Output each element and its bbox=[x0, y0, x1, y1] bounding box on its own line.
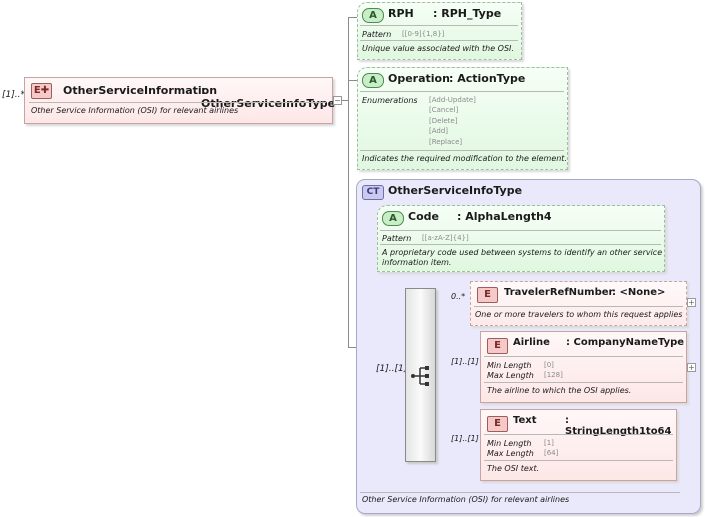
element-text-facet1-label: Min Length bbox=[487, 439, 532, 448]
root-element-doc: Other Service Information (OSI) for rele… bbox=[31, 106, 239, 115]
divider bbox=[484, 382, 683, 383]
element-text-facet2-value: [64] bbox=[544, 449, 559, 457]
element-airline-facet1-value: [0] bbox=[544, 361, 554, 369]
attribute-rph-facet-value: [[0-9]{1,8}] bbox=[402, 30, 445, 38]
expand-toggle[interactable]: + bbox=[687, 298, 696, 307]
enum-value: [Add-Update] bbox=[429, 96, 476, 104]
element-text-type: : StringLength1to64 bbox=[565, 415, 672, 437]
divider bbox=[484, 460, 673, 461]
attribute-rph-name: RPH bbox=[388, 7, 414, 20]
root-multiplicity: [1]..* bbox=[2, 90, 25, 100]
element-text-facet1-value: [1] bbox=[544, 439, 554, 447]
attribute-operation-name: Operation bbox=[388, 72, 450, 85]
collapse-toggle[interactable]: − bbox=[333, 96, 342, 105]
root-element-name: OtherServiceInformation bbox=[63, 84, 218, 97]
element-traveler-name: TravelerRefNumber bbox=[504, 287, 614, 298]
complex-type-doc: Other Service Information (OSI) for rele… bbox=[362, 495, 570, 504]
element-badge-icon: E bbox=[487, 338, 508, 354]
divider bbox=[360, 40, 518, 41]
element-airline-facet2-value: [128] bbox=[544, 371, 563, 379]
element-badge-icon: E bbox=[487, 416, 508, 432]
enum-value: [Replace] bbox=[429, 138, 463, 146]
airline-multiplicity: [1]..[1] bbox=[451, 357, 479, 366]
sequence-icon bbox=[411, 366, 429, 386]
divider bbox=[380, 244, 661, 245]
sequence-multiplicity: [1]..[1] bbox=[376, 364, 408, 374]
connector-trunk bbox=[348, 17, 349, 347]
divider bbox=[360, 150, 564, 151]
complex-type-name: OtherServiceInfoType bbox=[388, 184, 523, 197]
element-traveler-doc: One or more travelers to whom this reque… bbox=[475, 310, 683, 319]
traveler-multiplicity: 0..* bbox=[451, 292, 466, 301]
attribute-rph-box[interactable]: A RPH : RPH_Type Pattern [[0-9]{1,8}] Un… bbox=[357, 2, 522, 60]
connector-root-out bbox=[342, 100, 348, 101]
divider bbox=[474, 306, 683, 307]
attribute-rph-type: : RPH_Type bbox=[433, 7, 502, 20]
element-airline-facet1-label: Min Length bbox=[487, 361, 532, 370]
connector-rph bbox=[348, 17, 358, 18]
attribute-code-doc-line2: information item. bbox=[382, 258, 452, 267]
element-badge-icon: E✚ bbox=[31, 83, 52, 99]
attribute-operation-facet-label: Enumerations bbox=[362, 96, 418, 105]
attribute-code-name: Code bbox=[408, 210, 439, 223]
attribute-code-doc-line1: A proprietary code used between systems … bbox=[382, 248, 663, 257]
element-airline-type: : CompanyNameType bbox=[566, 337, 685, 348]
root-element-type: : OtherServiceInfoType bbox=[201, 84, 336, 110]
element-airline-facet2-label: Max Length bbox=[487, 371, 534, 380]
element-airline-name: Airline bbox=[513, 337, 550, 348]
complex-type-badge-icon: CT bbox=[362, 185, 384, 200]
divider bbox=[380, 230, 661, 231]
element-text-box[interactable]: E Text : StringLength1to64 Min Length [1… bbox=[480, 409, 677, 481]
expand-toggle[interactable]: + bbox=[687, 363, 696, 372]
element-text-facet2-label: Max Length bbox=[487, 449, 534, 458]
element-airline-box[interactable]: E Airline : CompanyNameType Min Length [… bbox=[480, 331, 687, 403]
attribute-code-type: : AlphaLength4 bbox=[457, 210, 552, 223]
attribute-operation-box[interactable]: A Operation : ActionType Enumerations [A… bbox=[357, 67, 568, 170]
text-multiplicity: [1]..[1] bbox=[451, 434, 479, 443]
attribute-rph-facet-label: Pattern bbox=[362, 30, 392, 39]
attribute-operation-doc: Indicates the required modification to t… bbox=[362, 154, 567, 163]
element-traveler-type: : <None> bbox=[612, 287, 666, 298]
divider bbox=[360, 492, 680, 493]
divider bbox=[29, 102, 326, 103]
attribute-badge-icon: A bbox=[362, 73, 384, 88]
enum-value: [Cancel] bbox=[429, 106, 459, 114]
sequence-compositor[interactable] bbox=[405, 288, 436, 462]
root-element-box[interactable]: E✚ OtherServiceInformation : OtherServic… bbox=[24, 77, 336, 124]
connector-operation bbox=[348, 80, 358, 81]
enum-value: [Add] bbox=[429, 127, 449, 135]
attribute-code-facet-value: [[a-zA-Z]{4}] bbox=[422, 234, 469, 242]
attribute-code-facet-label: Pattern bbox=[382, 234, 412, 243]
attribute-code-box[interactable]: A Code : AlphaLength4 Pattern [[a-zA-Z]{… bbox=[377, 205, 665, 272]
attribute-badge-icon: A bbox=[382, 211, 404, 226]
divider bbox=[360, 91, 564, 92]
divider bbox=[360, 25, 518, 26]
element-traveler-box[interactable]: E TravelerRefNumber : <None> One or more… bbox=[470, 281, 687, 326]
attribute-badge-icon: A bbox=[362, 8, 384, 23]
divider bbox=[484, 356, 683, 357]
element-badge-icon: E bbox=[477, 287, 498, 303]
element-text-doc: The OSI text. bbox=[487, 464, 540, 473]
attribute-operation-type: : ActionType bbox=[449, 72, 526, 85]
element-text-name: Text bbox=[513, 415, 537, 426]
element-airline-doc: The airline to which the OSI applies. bbox=[487, 386, 632, 395]
divider bbox=[484, 434, 673, 435]
attribute-rph-doc: Unique value associated with the OSI. bbox=[362, 44, 514, 53]
enum-value: [Delete] bbox=[429, 117, 458, 125]
